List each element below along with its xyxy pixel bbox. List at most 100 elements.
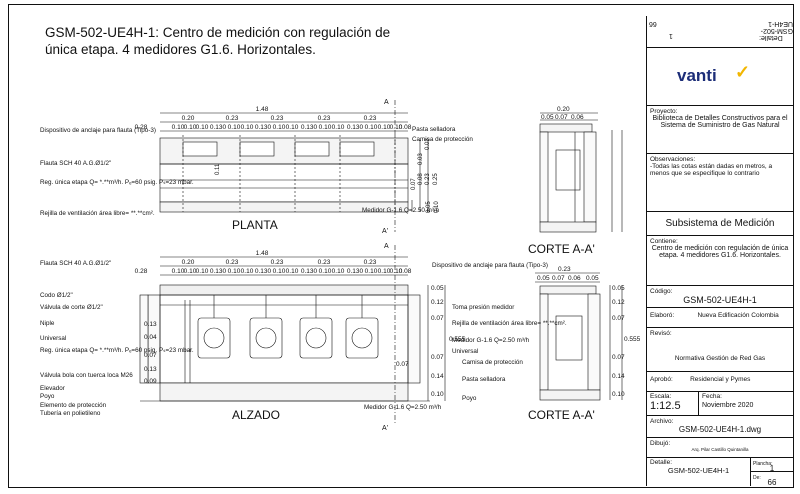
- plan-dim-seg-14: 0.10: [365, 124, 378, 131]
- elev-dim-seg-3: 0.10: [196, 268, 209, 275]
- section-mark-elev-top: A: [384, 243, 389, 250]
- label-plan-camisa: Camisa de protección: [412, 136, 473, 143]
- dibujo-value: Arq. Pilar Castillo Quintanilla: [691, 447, 749, 452]
- plancha-value: 1: [769, 464, 775, 473]
- plan-dim-seg-1: 0.10: [172, 124, 185, 131]
- corte-dim-seg-1: 0.07: [555, 114, 568, 121]
- corte-dim-seg-0: 0.05: [541, 114, 554, 121]
- elev-dim-seg-17: 0.08: [399, 268, 412, 275]
- elev-dim-l1: 0.04: [144, 334, 157, 341]
- plan-dim-top-4: 0.23: [364, 115, 377, 122]
- elev-meters: [197, 317, 379, 359]
- plan-dim-seg-5: 0.10: [228, 124, 241, 131]
- fecha-label: Fecha:: [702, 393, 722, 400]
- plancha-label: Plancha:: [753, 461, 773, 467]
- plan-dim-seg-12: 0.10: [332, 124, 345, 131]
- elev-dim-seg-9: 0.10: [286, 268, 299, 275]
- plan-dim-l0: 0.11: [215, 163, 221, 175]
- label-elev-codo: Codo Ø1/2": [40, 292, 73, 299]
- elev-dim-seg-7: 0.130: [255, 268, 272, 275]
- codigo-value: GSM-502-UE4H-1: [683, 295, 757, 305]
- rot-de-val: 66: [649, 20, 657, 27]
- elev-dim-r5: 0.14: [431, 373, 444, 380]
- detalle-cell: Detalle: GSM-502-UE4H-1 Plancha: 1 De: 6…: [647, 458, 793, 487]
- aprobo-cell: Aprobó: Residencial y Pymes: [647, 372, 793, 392]
- plan-dim-seg-7: 0.130: [255, 124, 272, 131]
- view-title-corte: CORTE A-A': [528, 242, 595, 256]
- label-elev-sellador: Pasta selladora: [462, 376, 506, 383]
- plan-dim-total: 1.48: [256, 106, 269, 113]
- elaboro-cell: Elaboró: Nueva Edificación Colombia: [647, 308, 793, 328]
- proyecto-label: Proyecto:: [650, 108, 678, 115]
- corte2-dim-seg-2: 0.06: [568, 275, 581, 282]
- label-elev-toma: Toma presión medidor: [452, 304, 514, 311]
- corte2-dim-r5: 0.14: [612, 373, 625, 380]
- corte2-dim-r2: 0.07: [612, 315, 625, 322]
- elev-dim-seg-6: 0.10: [241, 268, 254, 275]
- plan-dim-top-2: 0.23: [271, 115, 284, 122]
- escala-fecha-cell: Escala: 1:12.5 Fecha: Noviembre 2020: [647, 392, 793, 416]
- plan-dim-top-0: 0.20: [182, 115, 195, 122]
- plan-dim-seg-2: 0.10: [184, 124, 197, 131]
- corte2-dim-seg-0: 0.05: [537, 275, 550, 282]
- label-plan-flauta: Flauta SCH 40 A.G.Ø1/2": [40, 160, 111, 167]
- corte-top: [539, 112, 623, 233]
- label-plan-sellador: Pasta selladora: [412, 126, 456, 133]
- elev-dim-l4: 0.09: [144, 378, 157, 385]
- elev-dim-total: 1.48: [256, 250, 269, 257]
- corte2-dim-r1: 0.12: [612, 299, 625, 306]
- elev-dim-r0: 0.05: [431, 285, 444, 292]
- elev-dim-r4: 0.07: [431, 354, 444, 361]
- plan-dim-r3: 0.23: [425, 173, 431, 185]
- plan-dim-r5: 0.07: [411, 178, 417, 190]
- label-elev-poyo2: Poyo: [462, 395, 477, 402]
- elev-dim-seg-11: 0.10: [319, 268, 332, 275]
- plan-meter-3: [294, 141, 330, 157]
- de-label: De:: [753, 475, 761, 481]
- label-elev-tuberia: Tubería en polietileno: [40, 410, 101, 417]
- plan-dim-top-1: 0.23: [226, 115, 239, 122]
- plan-meter-2: [239, 141, 275, 157]
- reviso-label: Revisó:: [650, 330, 672, 337]
- escala-value: 1:12.5: [650, 400, 681, 412]
- label-elev-rejilla: Rejilla de ventilación área libre= **.**…: [452, 320, 567, 327]
- label-elev-valvula: Válvula de corte Ø1/2": [40, 304, 103, 311]
- contiene-value: Centro de medición con regulación de úni…: [651, 245, 789, 259]
- section-mark-plan-top: A: [384, 99, 389, 106]
- elev-dim-seg-1: 0.10: [172, 268, 185, 275]
- label-plan-rejilla: Rejilla de ventilación área libre= **.**…: [40, 210, 155, 217]
- corte-dim-top: 0.20: [557, 106, 570, 113]
- codigo-label: Código:: [650, 288, 673, 295]
- elaboro-value: Nueva Edificación Colombia: [697, 312, 779, 319]
- aprobo-label: Aprobó:: [650, 376, 673, 383]
- elev-dim-top-3: 0.23: [318, 259, 331, 266]
- title-block: 66 GSM-502-UE4H-1 1 Detalle: vanti ✓ Pro…: [646, 16, 793, 487]
- elev-dim-seg-13: 0.130: [347, 268, 364, 275]
- contiene-label: Contiene:: [650, 238, 678, 245]
- proyecto-value: Biblioteca de Detalles Constructivos par…: [652, 115, 788, 129]
- reviso-value: Normativa Gestión de Red Gas: [674, 355, 766, 362]
- elev-dim-seg-15: 0.10: [378, 268, 391, 275]
- label-elev-camisa: Camisa de protección: [462, 359, 523, 366]
- corte2-dim-seg-3: 0.05: [586, 275, 599, 282]
- plan-dim-seg-8: 0.10: [273, 124, 286, 131]
- corte2-dim-r6: 0.10: [612, 391, 625, 398]
- plan-dim-seg-0: 0.28: [135, 124, 148, 131]
- plan-dim-seg-11: 0.10: [319, 124, 332, 131]
- rot-plancha-val: 1: [669, 32, 673, 39]
- section-mark-elev-bottom: A': [382, 425, 388, 432]
- plan-meter-4: [339, 141, 375, 157]
- plan-dim-seg-15: 0.10: [378, 124, 391, 131]
- elev-top-slab: [159, 284, 409, 296]
- subsistema-cell: Subsistema de Medición: [647, 212, 793, 236]
- elev-dim-l0: 0.13: [144, 321, 157, 328]
- observaciones-value: -Todas las cotas están dadas en metros, …: [650, 163, 773, 177]
- plan-dim-r0: 0.03: [425, 138, 431, 150]
- plan-dim-seg-9: 0.10: [286, 124, 299, 131]
- page-title: GSM-502-UE4H-1: Centro de medición con r…: [45, 25, 391, 57]
- archivo-label: Archivo:: [650, 418, 674, 425]
- rot-code: GSM-502-UE4H-1: [760, 20, 793, 34]
- detalle-value: GSM-502-UE4H-1: [667, 466, 730, 475]
- reviso-cell: Revisó: Normativa Gestión de Red Gas: [647, 328, 793, 372]
- plan-dim-seg-17: 0.08: [399, 124, 412, 131]
